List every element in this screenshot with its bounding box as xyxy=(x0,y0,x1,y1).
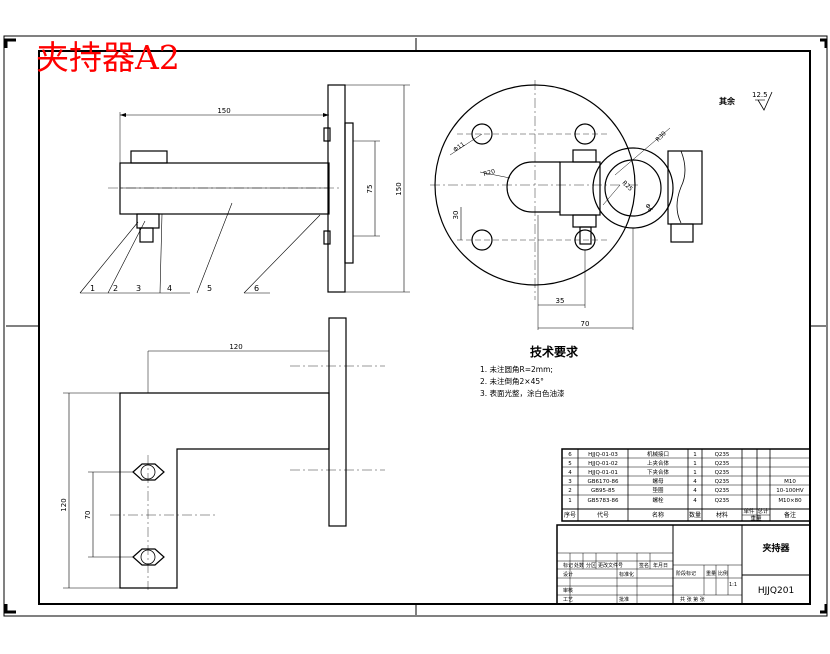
tech-item-1: 1. 未注圆角R=2mm; xyxy=(480,364,553,374)
cell: GB95-85 xyxy=(591,488,616,494)
dim-70: 70 xyxy=(581,320,590,328)
header-qty: 数量 xyxy=(689,511,701,519)
weight-label: 重量 xyxy=(706,570,716,577)
tech-item-3: 3. 表面光整，涂白色油漆 xyxy=(480,388,565,398)
cell: 1 xyxy=(693,452,697,458)
cell: Q235 xyxy=(715,498,730,504)
cell: 上夹合体 xyxy=(647,459,670,467)
balloon-4: 4 xyxy=(167,284,172,293)
roughness-label: 其余 xyxy=(719,96,736,106)
cell: Q235 xyxy=(715,470,730,476)
header-unit: 单件 xyxy=(743,507,755,515)
balloon-1: 1 xyxy=(90,284,95,293)
check-label: 审核 xyxy=(563,587,573,594)
dim-150-side: 150 xyxy=(395,182,403,195)
front-view xyxy=(79,84,410,294)
dim-120-top: 120 xyxy=(229,343,242,351)
parts-table: 6 HJJQ-01-03 机械接口 1 Q235 5 HJJQ-01-02 上夹… xyxy=(564,450,804,522)
cell: 6 xyxy=(568,452,572,458)
cell: HJJQ-01-03 xyxy=(588,452,618,458)
title-block-lines xyxy=(556,448,811,605)
dim-r20: R20 xyxy=(483,168,496,178)
page-title: 夹持器A2 xyxy=(36,38,180,77)
roughness-value: 12.5 xyxy=(752,91,768,99)
header-code: 代号 xyxy=(597,511,609,519)
balloon-3: 3 xyxy=(136,284,141,293)
drawing-code: HJJQ201 xyxy=(758,586,794,596)
cell: Q235 xyxy=(715,488,730,494)
sheet-text: 共 张 第 张 xyxy=(680,596,705,603)
cell: 垫圈 xyxy=(652,486,664,494)
cell: 螺母 xyxy=(652,477,664,485)
cell: 4 xyxy=(693,488,697,494)
header-remark: 备注 xyxy=(784,511,796,519)
dim-35: 35 xyxy=(556,297,565,305)
header-no: 序号 xyxy=(564,511,576,519)
header-total: 总计 xyxy=(757,507,769,515)
std-label: 标准化 xyxy=(619,571,634,578)
inner-border xyxy=(38,50,811,605)
dim-hole-left: Φ11 xyxy=(452,141,466,154)
cell: M10 xyxy=(784,479,796,485)
scale-value: 1:1 xyxy=(729,582,737,588)
side-view xyxy=(430,80,773,330)
cell: 4 xyxy=(568,470,572,476)
balloon-2: 2 xyxy=(113,284,118,293)
cell: 2 xyxy=(568,488,572,494)
drawing-name: 夹持器 xyxy=(762,542,790,554)
design-label: 设计 xyxy=(563,571,573,578)
approve-label: 批准 xyxy=(619,596,629,603)
header-material: 材料 xyxy=(716,511,728,519)
rev-col: 更改文件号 xyxy=(598,562,623,569)
dim-70-side: 70 xyxy=(84,511,92,520)
cell: 螺栓 xyxy=(652,496,664,504)
dim-150-top: 150 xyxy=(217,107,230,115)
cell: M10×80 xyxy=(778,498,802,504)
cell: 1 xyxy=(568,498,572,504)
header-weight: 重量 xyxy=(750,514,762,522)
dim-r30: R30 xyxy=(654,130,667,143)
stage-label: 阶段标记 xyxy=(676,570,696,577)
cell: Q235 xyxy=(715,461,730,467)
dim-r25: R25 xyxy=(621,179,634,192)
cell: HJJQ-01-01 xyxy=(588,470,618,476)
tech-heading: 技术要求 xyxy=(530,344,579,359)
cell: GB6170-86 xyxy=(587,479,619,485)
top-view xyxy=(63,317,385,590)
cell: 机械接口 xyxy=(647,450,669,458)
balloon-5: 5 xyxy=(207,284,212,293)
cell: Q235 xyxy=(715,452,730,458)
title-block: 标记 处数 分区 更改文件号 签名 年月日 设计 标准化 审核 工艺 批准 阶段… xyxy=(563,542,794,603)
dim-120-side: 120 xyxy=(60,498,68,511)
cell: 10-100HV xyxy=(776,488,804,494)
process-label: 工艺 xyxy=(563,597,573,603)
cell: 5 xyxy=(568,461,572,467)
rev-col: 处数 xyxy=(574,562,584,569)
cell: HJJQ-01-02 xyxy=(588,461,618,467)
cell: 3 xyxy=(568,479,572,485)
rev-col: 分区 xyxy=(586,562,596,569)
rev-col: 年月日 xyxy=(653,562,668,569)
dim-30: 30 xyxy=(452,211,460,220)
header-name: 名称 xyxy=(652,511,664,519)
dim-75: 75 xyxy=(366,185,374,194)
cell: 4 xyxy=(693,479,697,485)
rev-col: 标记 xyxy=(563,562,573,569)
cell: 1 xyxy=(693,470,697,476)
scale-label: 比例 xyxy=(718,570,728,577)
dim-hole-right: Φ6 xyxy=(643,203,653,214)
tech-item-2: 2. 未注倒角2×45° xyxy=(480,376,544,386)
rev-col: 签名 xyxy=(639,562,649,569)
cell: 4 xyxy=(693,498,697,504)
outer-border xyxy=(3,35,828,617)
balloon-6: 6 xyxy=(254,284,259,293)
cell: Q235 xyxy=(715,479,730,485)
cell: 下夹合体 xyxy=(647,468,670,476)
cell: 1 xyxy=(693,461,697,467)
cell: GB5783-86 xyxy=(587,498,619,504)
